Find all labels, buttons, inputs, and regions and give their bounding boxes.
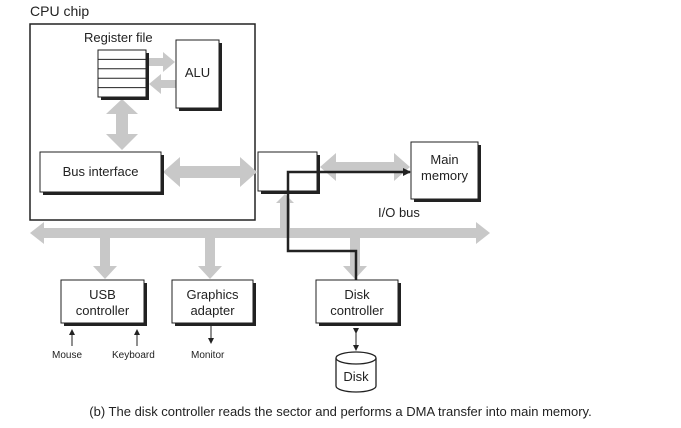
mouse-label: Mouse [52,350,83,361]
io-bus-label: I/O bus [378,205,420,220]
bus-interface-label: Bus interface [62,164,139,179]
monitor-label: Monitor [191,350,225,361]
main-memory-label-line1: Main [430,152,459,167]
io-bus [30,222,490,244]
reg-to-alu-arrow [148,52,175,72]
disk-label: Disk [343,369,369,384]
bridge-io-connector [276,194,294,228]
figure-caption: (b) The disk controller reads the sector… [89,404,592,419]
usb-label-line2: controller [75,303,130,318]
graphics-label-line1: Graphics [186,287,239,302]
graphics-adapter-box [171,279,254,324]
main-memory-box [410,141,479,200]
alu-box [175,39,220,109]
cpu-chip-label: CPU chip [30,3,90,19]
alu-to-reg-arrow [149,74,176,94]
system-bus-arrow [163,157,257,187]
disk-controller-label-line1: Disk [344,287,370,302]
main-memory-label-line2: memory [421,168,468,183]
reg-bus-interface-arrow [106,99,138,150]
bus-interface-box [39,151,162,193]
disk-icon [335,351,377,393]
usb-label-line1: USB [89,287,116,302]
graphics-label-line2: adapter [190,303,235,318]
usb-bus-drop [93,238,117,279]
register-file-label: Register file [84,30,153,45]
alu-label: ALU [184,65,211,80]
usb-controller-box [60,279,145,324]
memory-bus-arrow [320,153,410,181]
keyboard-label: Keyboard [112,350,155,361]
disk-controller-label-line2: controller [330,303,384,318]
graphics-bus-drop [198,238,222,279]
dma-transfer-path [286,168,411,280]
register-file [97,49,149,100]
cpu-chip-box [29,23,256,221]
